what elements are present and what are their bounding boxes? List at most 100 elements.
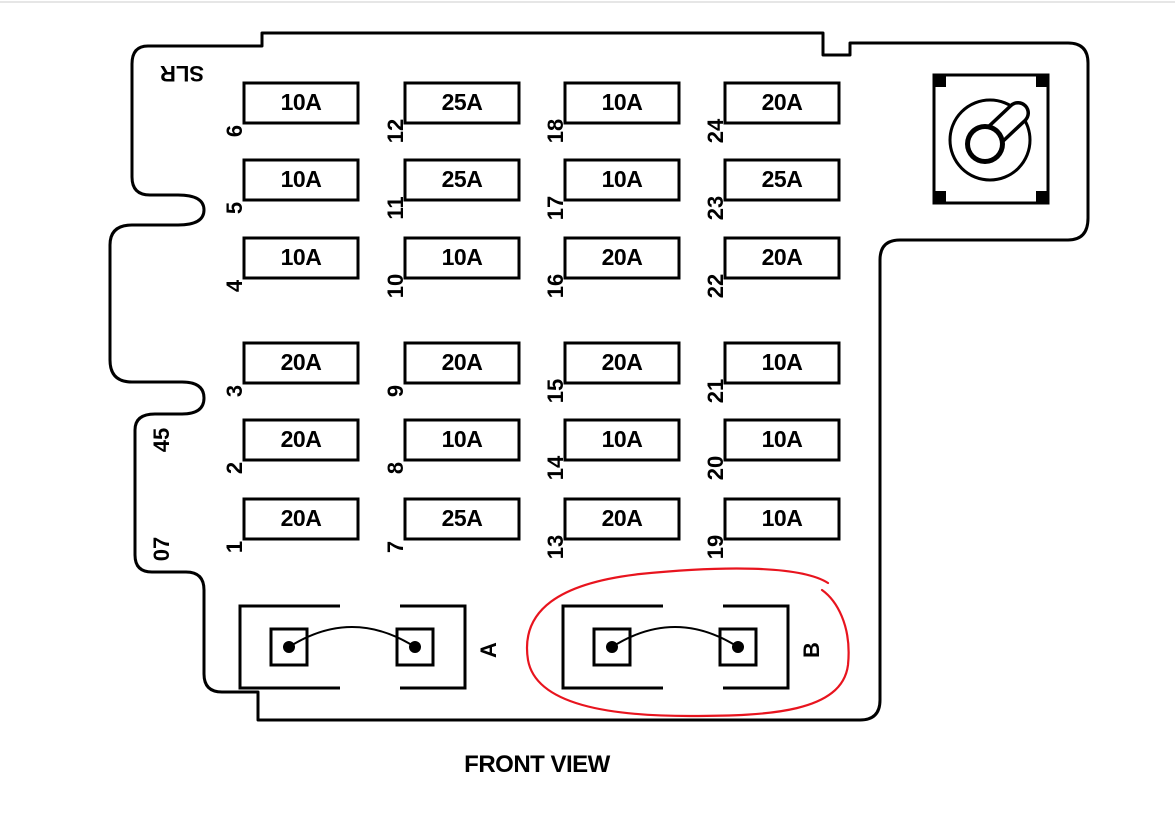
fuse-number: 20 bbox=[703, 456, 728, 480]
fuse-number: 19 bbox=[703, 535, 728, 559]
fuse-rating: 25A bbox=[442, 166, 483, 192]
fuse-body bbox=[723, 81, 841, 125]
fuse-grid: 10A610A510A420A320A220A125A1225A1110A102… bbox=[222, 81, 841, 559]
fuse-rating: 20A bbox=[602, 349, 643, 375]
fuse-rating: 10A bbox=[762, 349, 803, 375]
fuse-body bbox=[563, 236, 681, 280]
fuse-8: 10A 8 bbox=[383, 418, 521, 474]
fuse-rating: 20A bbox=[281, 426, 322, 452]
diagram-caption: FRONT VIEW bbox=[464, 751, 611, 778]
fuse-body bbox=[723, 418, 841, 462]
fuse-number: 7 bbox=[383, 541, 408, 553]
fuse-rating: 20A bbox=[442, 349, 483, 375]
fuse-number: 18 bbox=[543, 119, 568, 143]
fuse-rating: 25A bbox=[442, 89, 483, 115]
fuse-body bbox=[403, 341, 521, 385]
fuse-14: 10A 14 bbox=[543, 418, 681, 480]
fuse-body bbox=[242, 81, 360, 125]
fuse-number: 23 bbox=[703, 196, 728, 220]
fuse-rating: 10A bbox=[762, 426, 803, 452]
fuse-10: 10A 10 bbox=[383, 236, 521, 298]
fuse-number: 21 bbox=[703, 379, 728, 403]
fuse-body bbox=[563, 497, 681, 541]
fuse-body bbox=[723, 236, 841, 280]
relay-switch bbox=[932, 73, 1050, 205]
fuse-number: 13 bbox=[543, 535, 568, 559]
fuse-17: 10A 17 bbox=[543, 158, 681, 220]
fuse-rating: 20A bbox=[602, 244, 643, 270]
fuse-rating: 20A bbox=[762, 244, 803, 270]
breaker-link bbox=[288, 626, 416, 648]
fuse-number: 14 bbox=[543, 455, 568, 480]
fuse-block-outline bbox=[108, 31, 1090, 722]
fuse-rating: 10A bbox=[602, 89, 643, 115]
fuse-19: 10A 19 bbox=[703, 497, 841, 559]
fuse-21: 10A 21 bbox=[703, 341, 841, 403]
breaker-b: B bbox=[525, 567, 850, 718]
breaker-link bbox=[611, 626, 739, 648]
fuse-body bbox=[403, 497, 521, 541]
fuse-18: 10A 18 bbox=[543, 81, 681, 143]
fuse-number: 3 bbox=[222, 385, 247, 397]
fuse-rating: 10A bbox=[442, 426, 483, 452]
fuse-rating: 10A bbox=[602, 426, 643, 452]
fuse-rating: 10A bbox=[602, 166, 643, 192]
fuse-15: 20A 15 bbox=[543, 341, 681, 403]
side-label-bottom: 07 bbox=[149, 537, 174, 561]
fuse-13: 20A 13 bbox=[543, 497, 681, 559]
fuse-body bbox=[242, 236, 360, 280]
fuse-body bbox=[403, 81, 521, 125]
fuse-number: 8 bbox=[383, 462, 408, 474]
fuse-5: 10A 5 bbox=[222, 158, 360, 214]
fuse-rating: 10A bbox=[281, 244, 322, 270]
fuse-number: 16 bbox=[543, 274, 568, 298]
fuse-body bbox=[723, 497, 841, 541]
fuse-number: 5 bbox=[222, 202, 247, 214]
side-label-top: SLR bbox=[160, 61, 204, 86]
fuse-body bbox=[563, 418, 681, 462]
fuse-body bbox=[723, 341, 841, 385]
fuse-rating: 10A bbox=[281, 166, 322, 192]
fuse-number: 15 bbox=[543, 379, 568, 403]
fuse-number: 11 bbox=[383, 196, 408, 219]
fuse-body bbox=[563, 81, 681, 125]
highlight-circle bbox=[525, 567, 850, 718]
fuse-number: 17 bbox=[543, 196, 568, 220]
fuse-rating: 25A bbox=[442, 505, 483, 531]
fuse-body bbox=[242, 158, 360, 202]
fuse-7: 25A 7 bbox=[383, 497, 521, 553]
fuse-11: 25A 11 bbox=[383, 158, 521, 220]
fuse-number: 24 bbox=[703, 118, 728, 143]
fuse-24: 20A 24 bbox=[703, 81, 841, 143]
fuse-rating: 20A bbox=[602, 505, 643, 531]
fuse-body bbox=[563, 341, 681, 385]
fuse-body bbox=[242, 418, 360, 462]
fuse-body bbox=[403, 236, 521, 280]
breaker-a: A bbox=[238, 603, 501, 691]
fuse-body bbox=[403, 418, 521, 462]
breaker-label: B bbox=[799, 642, 824, 658]
fuse-body bbox=[403, 158, 521, 202]
fuse-20: 10A 20 bbox=[703, 418, 841, 480]
fuse-rating: 20A bbox=[762, 89, 803, 115]
fuse-number: 10 bbox=[383, 274, 408, 298]
fuse-body bbox=[723, 158, 841, 202]
side-label-middle: 45 bbox=[149, 428, 174, 452]
fuse-rating: 20A bbox=[281, 505, 322, 531]
fuse-rating: 10A bbox=[442, 244, 483, 270]
fuse-number: 1 bbox=[222, 541, 247, 553]
fuse-16: 20A 16 bbox=[543, 236, 681, 298]
breaker-label: A bbox=[476, 642, 501, 658]
fuse-rating: 10A bbox=[762, 505, 803, 531]
fuse-22: 20A 22 bbox=[703, 236, 841, 298]
fuse-number: 6 bbox=[222, 125, 247, 137]
fuse-number: 22 bbox=[703, 274, 728, 298]
